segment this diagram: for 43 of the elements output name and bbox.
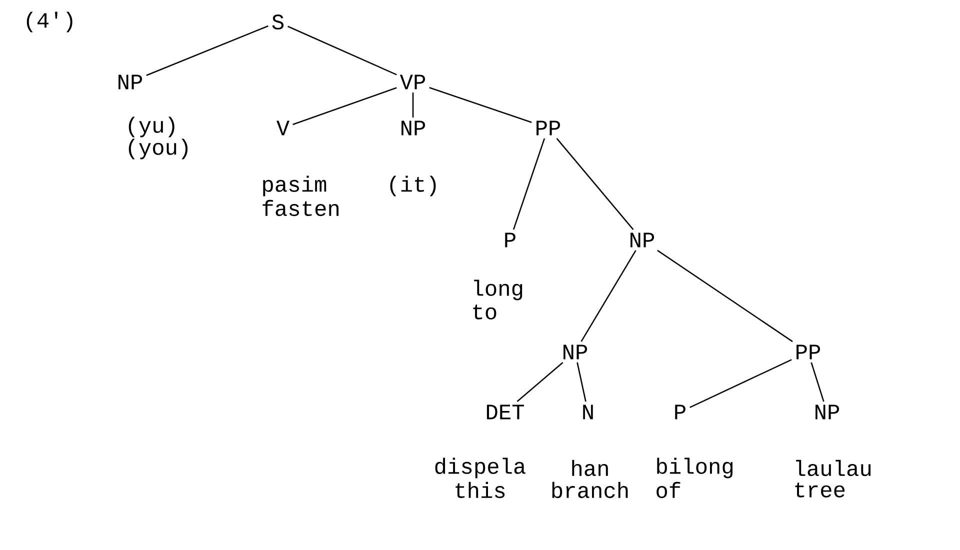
category-label: VP [400, 74, 426, 90]
category-label: V [276, 120, 290, 136]
category-label: PP [536, 120, 560, 136]
gloss-text: pasim [263, 176, 326, 196]
gloss-text: long [474, 280, 522, 300]
tree-branch [512, 138, 546, 230]
gloss-text: (yu) [128, 116, 174, 138]
category-label: N [583, 404, 593, 420]
gloss-text: to [473, 304, 496, 320]
category-label: P [505, 232, 516, 248]
category-label: DET [486, 404, 524, 420]
tree-branch [690, 359, 792, 408]
category-label: NP [816, 404, 840, 420]
gloss-text: branch [552, 482, 628, 498]
example-number: (4') [26, 12, 72, 32]
gloss-text: fasten [262, 200, 338, 216]
gloss-text: bilong [657, 458, 733, 478]
category-label: NP [118, 74, 142, 90]
gloss-text: laulau [796, 460, 871, 476]
gloss-text: (it) [390, 176, 436, 196]
gloss-text: han [572, 460, 608, 476]
tree-branch [657, 250, 793, 342]
tree-branch [580, 250, 636, 342]
gloss-text: dispela [435, 458, 526, 478]
gloss-text: (you) [128, 138, 188, 160]
tree-branch [556, 138, 634, 230]
tree-branch [516, 362, 564, 402]
tree-branch [412, 92, 414, 118]
tree-branch [288, 26, 397, 76]
category-label: S [272, 14, 284, 30]
gloss-text: tree [795, 482, 845, 498]
category-label: NP [630, 232, 654, 248]
tree-branch [292, 87, 397, 126]
tree-branch [576, 362, 586, 402]
gloss-text: this [456, 482, 505, 498]
tree-branch [810, 362, 824, 402]
category-label: P [675, 404, 686, 420]
category-label: PP [796, 344, 820, 360]
category-label: NP [402, 120, 426, 136]
tree-branch [429, 86, 532, 124]
category-label: NP [564, 344, 588, 360]
gloss-text: of [656, 482, 680, 498]
tree-branch [146, 25, 268, 76]
